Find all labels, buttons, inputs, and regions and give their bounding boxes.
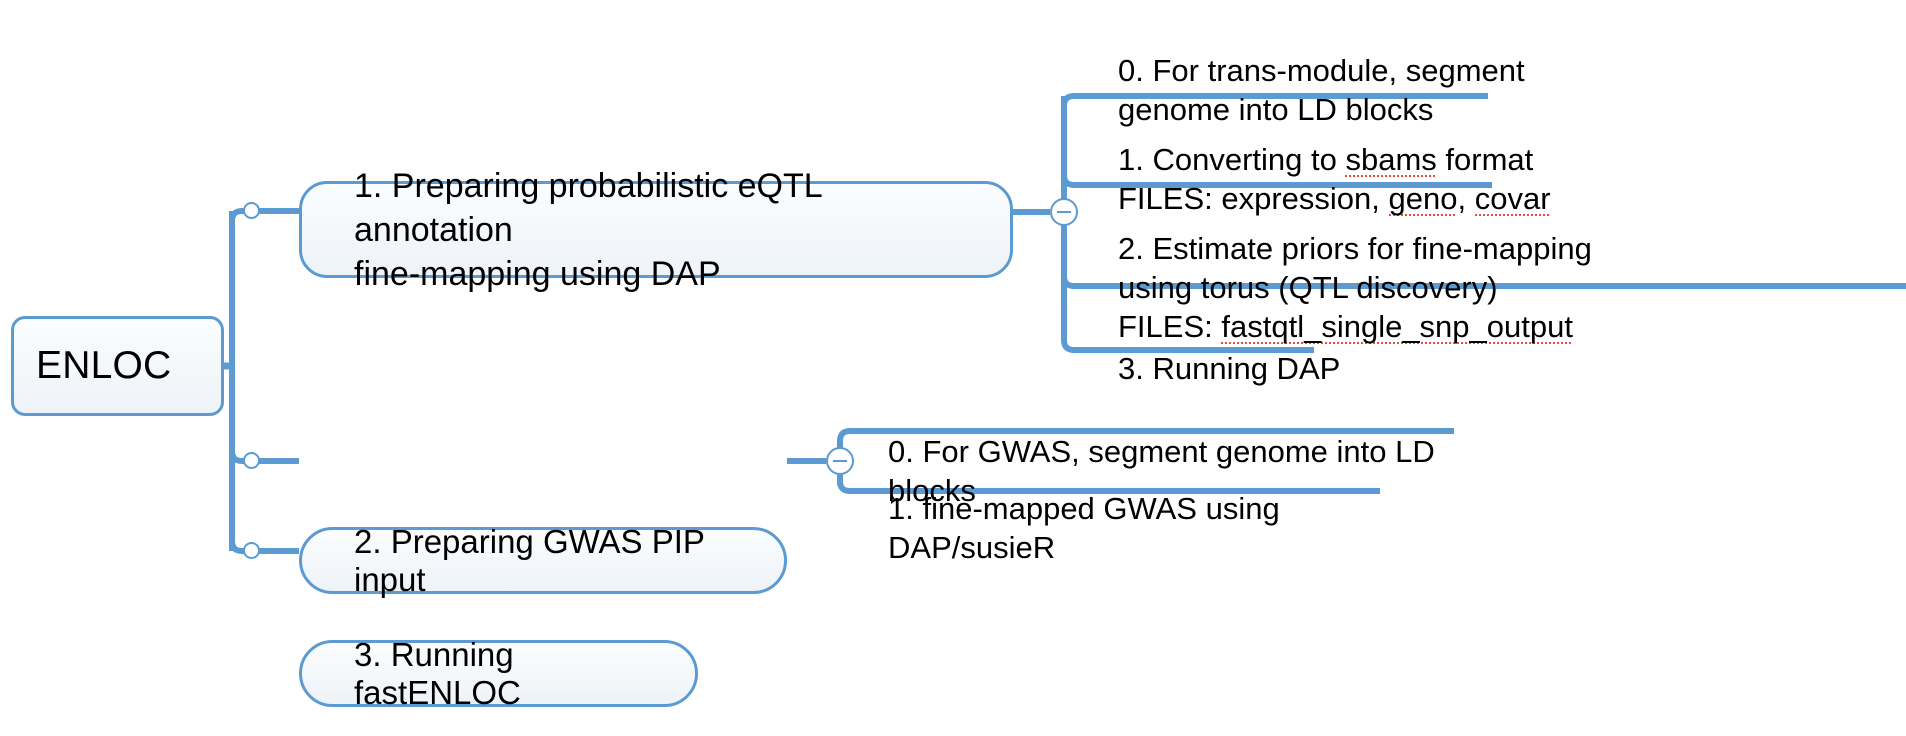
branch-node-1-label: 1. Preparing probabilistic eQTL annotati… (354, 166, 822, 293)
leaf-node-label: 0. For GWAS, segment genome into LD bloc… (888, 434, 1435, 508)
connector-bullet-branch-3[interactable] (243, 542, 260, 559)
edge-branch-1-child-1 (1061, 155, 1492, 188)
edge-branch-2-child-0 (837, 428, 1454, 451)
collapse-minus-icon-branch-2[interactable] (826, 447, 854, 475)
mindmap-leaf-node[interactable]: 1. fine-mapped GWAS using DAP/susieR (888, 450, 1418, 569)
branch-node-2-label: 2. Preparing GWAS PIP input (354, 522, 705, 598)
leaf-node-label: 1. fine-mapped GWAS using DAP/susieR (888, 491, 1280, 565)
mindmap-branch-node-2[interactable]: 2. Preparing GWAS PIP input (299, 523, 787, 598)
edge-branch-1-child-3 (1061, 320, 1314, 353)
mindmap-branch-node-3[interactable]: 3. Running fastENLOC (299, 636, 698, 711)
mindmap-leaf-node[interactable]: 0. For GWAS, segment genome into LD bloc… (888, 393, 1468, 512)
edge-branch-1-child-0 (1061, 93, 1488, 126)
mindmap-root-node[interactable]: ENLOC (11, 316, 224, 416)
leaf-node-label: 3. Running DAP (1118, 351, 1341, 386)
mindmap-branch-node-1[interactable]: 1. Preparing probabilistic eQTL annotati… (299, 167, 1013, 293)
edge-branch-2-child-1 (837, 471, 1380, 494)
collapse-minus-icon-branch-1[interactable] (1050, 198, 1078, 226)
edge-branch-1-child-2 (1061, 256, 1906, 289)
edge-root-branch-3 (229, 521, 299, 554)
branch-node-3-label: 3. Running fastENLOC (354, 635, 521, 711)
mindmap-leaf-node[interactable]: 3. Running DAP (1118, 310, 1378, 390)
edge-root-branch-2 (229, 431, 299, 464)
root-node-label: ENLOC (36, 344, 172, 387)
edge-root-branch-1 (229, 208, 299, 241)
connector-bullet-branch-2[interactable] (243, 452, 260, 469)
connector-bullet-branch-1[interactable] (243, 202, 260, 219)
